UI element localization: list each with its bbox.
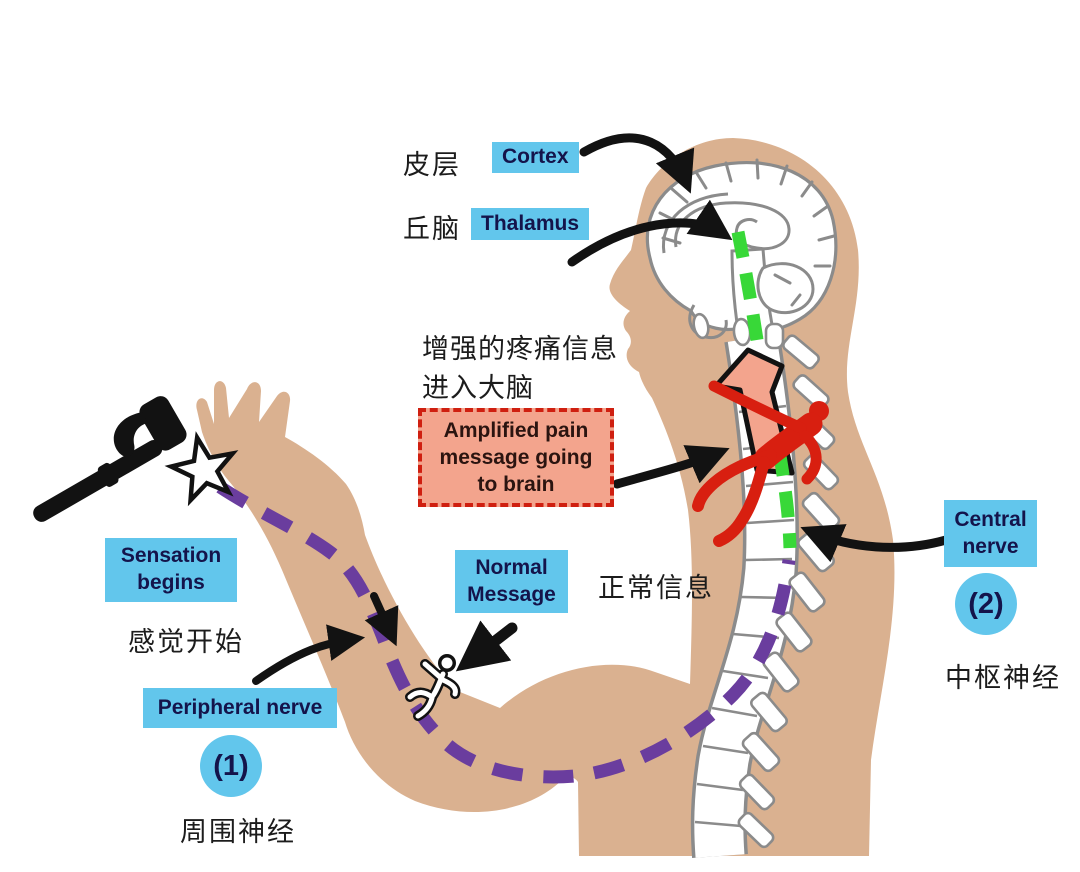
normal-message-arrow bbox=[455, 620, 518, 672]
cerebellum bbox=[756, 262, 815, 315]
impact-star-icon bbox=[164, 431, 239, 507]
central-nerve-number: (2) bbox=[955, 573, 1017, 635]
normal-message-label-en: Normal Message bbox=[455, 550, 568, 613]
peripheral-nerve-label-cn: 周围神经 bbox=[180, 817, 296, 847]
cortex-label-en: Cortex bbox=[492, 142, 579, 173]
cortex-arrow bbox=[579, 133, 695, 194]
central-arrow bbox=[800, 524, 951, 563]
amplified-label-cn: 增强的疼痛信息 进入大脑 bbox=[422, 334, 618, 404]
peripheral-arrow bbox=[252, 624, 366, 685]
sensation-label-cn: 感觉开始 bbox=[128, 627, 244, 657]
peripheral-nerve-label-en: Peripheral nerve bbox=[143, 688, 337, 728]
normal-message-label-cn: 正常信息 bbox=[598, 573, 714, 603]
nerve-direction-arrow bbox=[364, 592, 399, 647]
hammer-icon bbox=[33, 396, 187, 522]
brain-sulci bbox=[658, 158, 836, 307]
thalamus-label-cn: 丘脑 bbox=[403, 214, 461, 244]
central-nerve-label-en: Central nerve bbox=[944, 500, 1037, 567]
peripheral-nerve-path bbox=[216, 481, 796, 784]
cortex-label-cn: 皮层 bbox=[403, 150, 461, 180]
central-nerve-label-cn: 中枢神经 bbox=[945, 663, 1061, 693]
neck-bones bbox=[692, 312, 785, 350]
thalamus-arrow bbox=[567, 199, 733, 267]
central-nerve-path-upper bbox=[731, 230, 764, 341]
amplified-arrow bbox=[612, 445, 730, 489]
peripheral-nerve-number: (1) bbox=[200, 735, 262, 797]
normal-signal-figure-icon bbox=[405, 654, 461, 721]
amplified-pain-box: Amplified pain message going to brain bbox=[418, 408, 614, 507]
sensation-label-en: Sensation begins bbox=[105, 538, 237, 602]
thalamus-label-en: Thalamus bbox=[471, 208, 590, 240]
annotation-arrows bbox=[252, 133, 951, 685]
